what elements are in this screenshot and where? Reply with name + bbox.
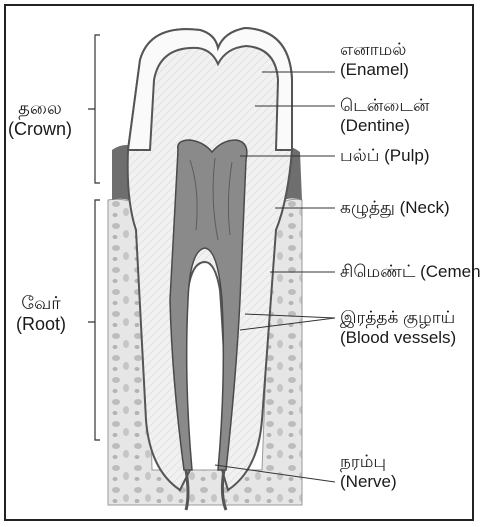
label-cement: சிமெண்ட் (Cement) — [340, 262, 480, 282]
label-blood-vessels: இரத்தக் குழாய்(Blood vessels) — [340, 308, 456, 348]
label-neck: கழுத்து (Neck) — [340, 198, 450, 218]
label-enamel: எனாமல்(Enamel) — [340, 40, 409, 80]
label-root: வேர்(Root) — [16, 293, 66, 335]
label-pulp: பல்ப் (Pulp) — [340, 146, 429, 166]
root-bracket — [88, 200, 100, 440]
label-nerve: நரம்பு(Nerve) — [340, 452, 397, 492]
label-crown: தலை(Crown) — [8, 98, 72, 140]
label-dentine: டென்டைன்(Dentine) — [340, 96, 429, 136]
crown-bracket — [88, 35, 100, 183]
